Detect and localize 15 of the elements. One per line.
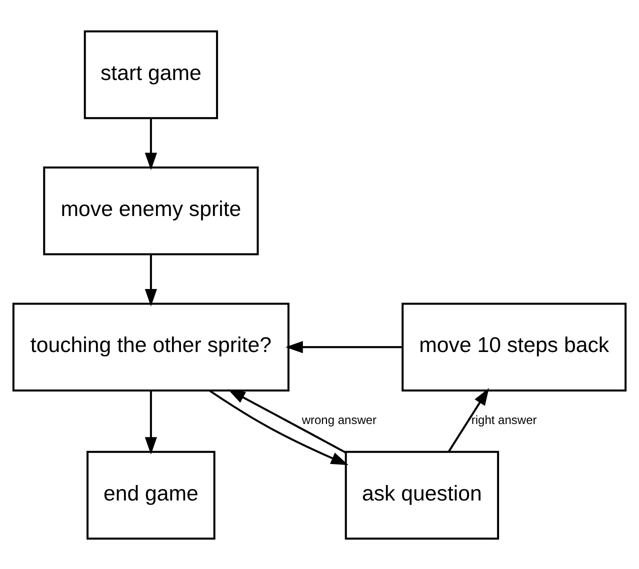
arrow <box>208 389 348 465</box>
arrow <box>144 254 158 306</box>
edge-label: right answer <box>471 412 537 427</box>
node-box: start game <box>84 30 218 119</box>
edge-label: wrong answer <box>302 412 377 427</box>
node-box: end game <box>86 450 216 540</box>
node-box: touching the other sprite? <box>12 302 290 391</box>
arrow <box>448 387 490 452</box>
node-box: move 10 steps back <box>402 302 627 391</box>
arrow <box>286 340 402 353</box>
arrow <box>228 388 346 453</box>
node-box: move enemy sprite <box>43 166 259 255</box>
arrow <box>144 390 158 454</box>
arrow <box>144 118 158 170</box>
node-box: ask question <box>344 450 500 540</box>
